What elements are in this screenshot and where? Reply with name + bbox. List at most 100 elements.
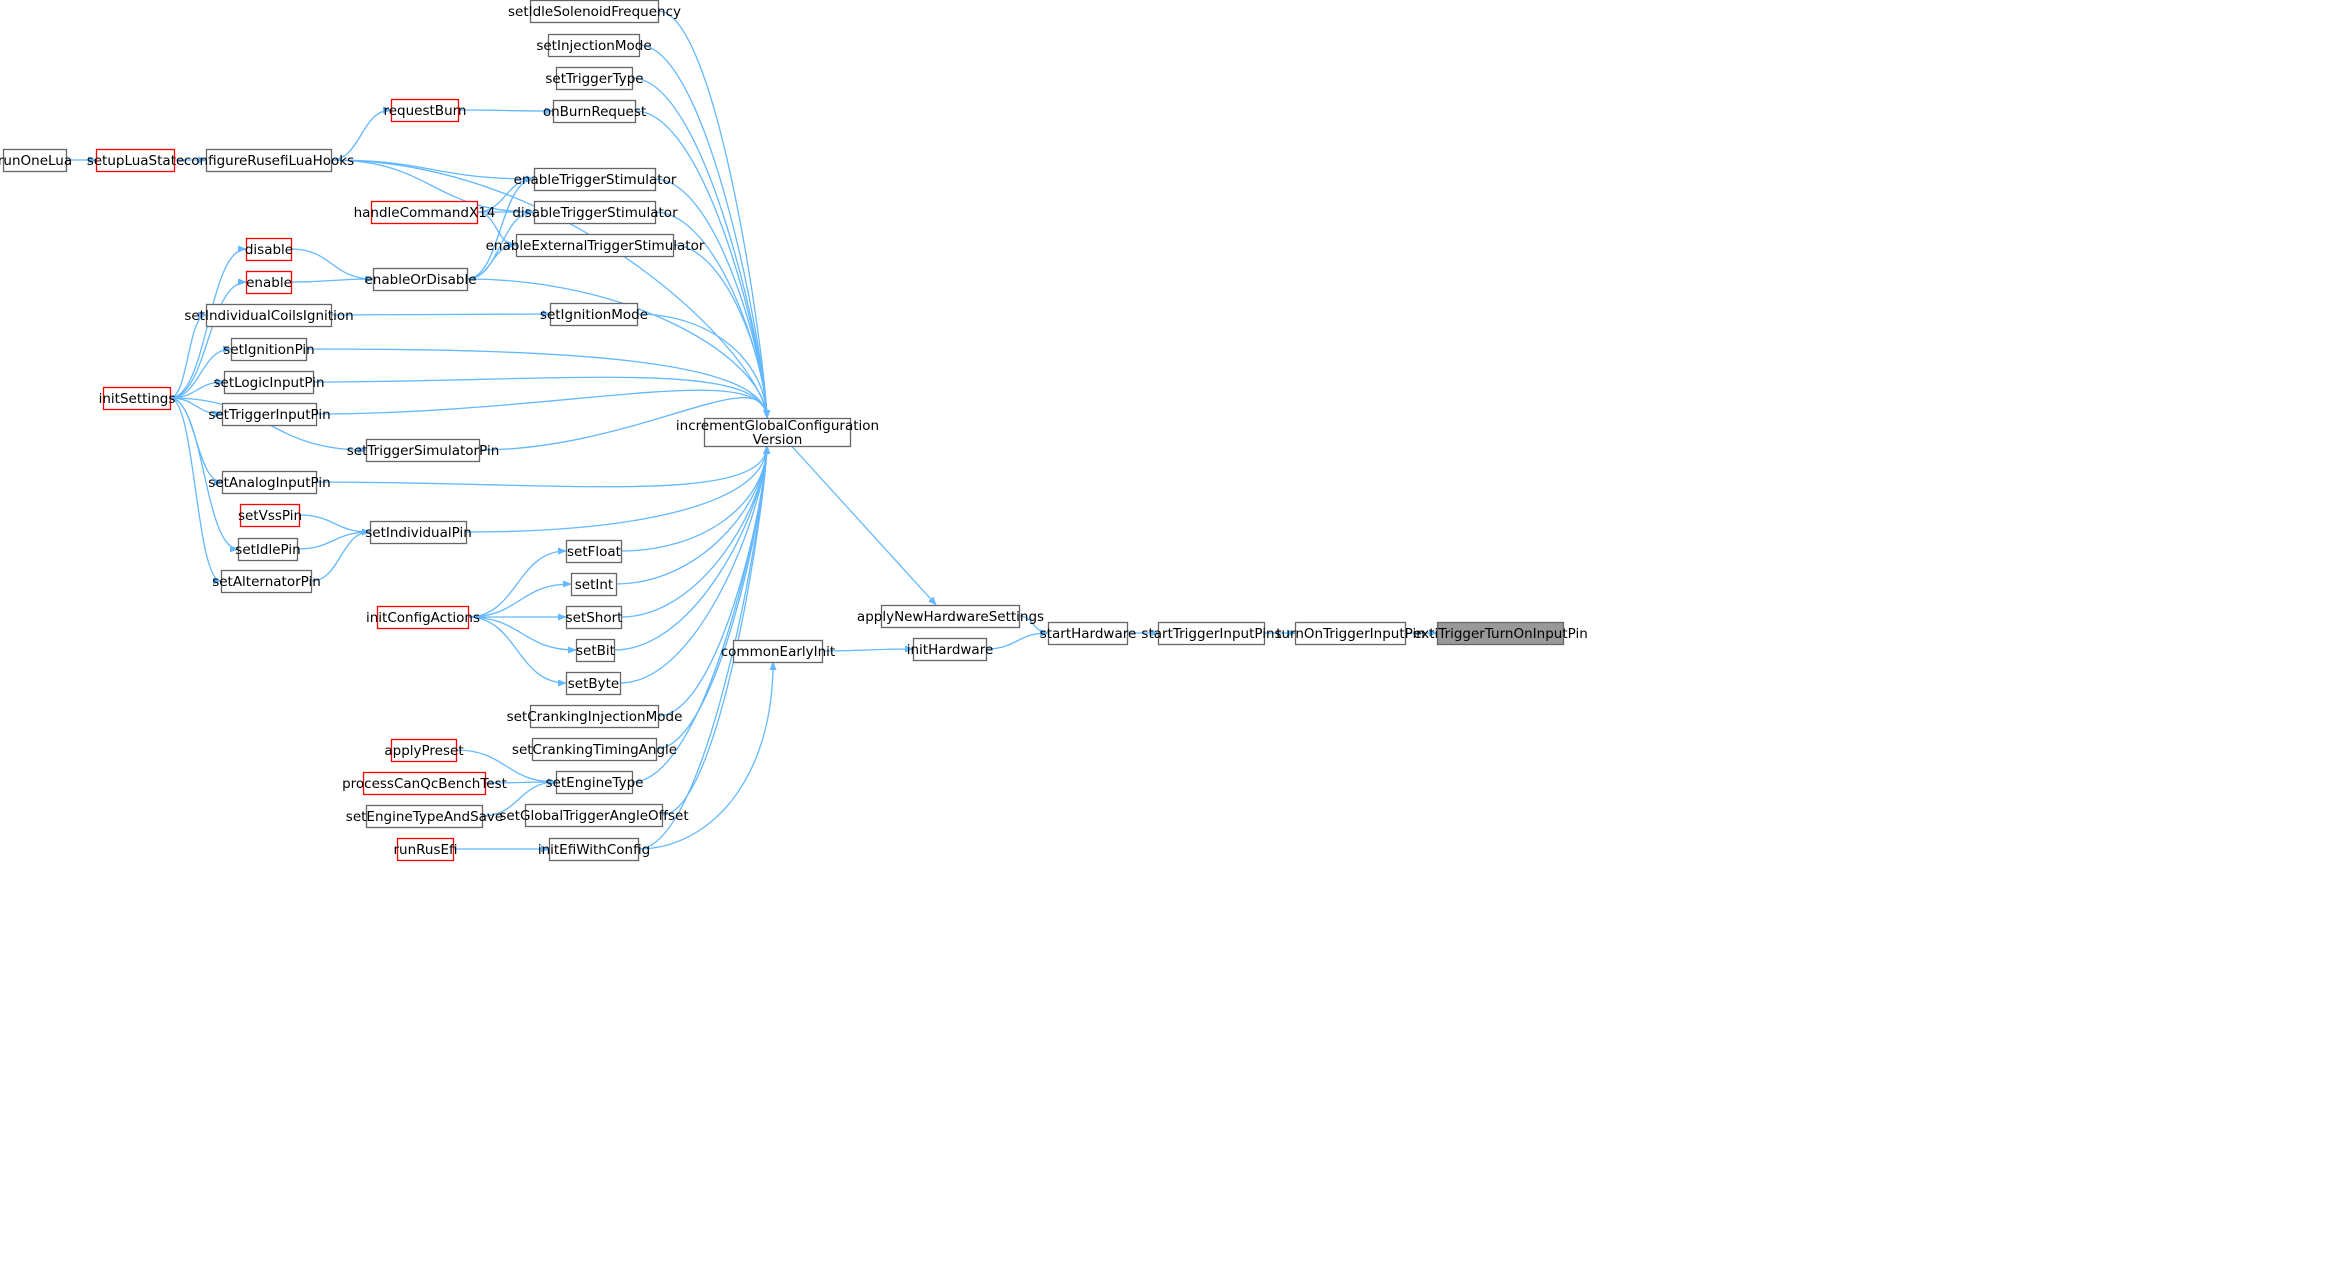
node-enableTriggerStimulator[interactable]: enableTriggerStimulator (514, 167, 677, 192)
node-setupLuaState[interactable]: setupLuaState (87, 148, 185, 173)
node-setShort[interactable]: setShort (566, 605, 623, 630)
node-handleCommandX14[interactable]: handleCommandX14 (354, 200, 496, 225)
node-setCrankingInjectionMode[interactable]: setCrankingInjectionMode (507, 704, 683, 729)
node-setCrankingTimingAngle[interactable]: setCrankingTimingAngle (512, 737, 677, 762)
edge-initSettings-to-setIdlePin (169, 397, 239, 553)
node-label: startHardware (1040, 626, 1137, 642)
node-enableExternalTriggerStimulator[interactable]: enableExternalTriggerStimulator (486, 233, 705, 258)
edge-applyPreset-to-setEngineType (455, 749, 557, 786)
node-setInjectionMode[interactable]: setInjectionMode (536, 33, 652, 58)
edge-enableExternalTriggerStimulator-to-incrementGlobalConfigurationVersion (672, 244, 771, 419)
node-label: setLogicInputPin (213, 375, 324, 391)
node-box (365, 438, 481, 463)
edge-setAnalogInputPin-to-incrementGlobalConfigurationVersion (315, 445, 771, 488)
node-box (565, 671, 622, 696)
node-setAlternatorPin[interactable]: setAlternatorPin (212, 569, 321, 594)
node-label: incrementGlobalConfiguration (676, 418, 879, 434)
edge-enableOrDisable-to-enableTriggerStimulator (466, 175, 535, 280)
edge-setIdlePin-to-setIndividualPin (296, 528, 371, 550)
node-turnOnTriggerInputPin[interactable]: turnOnTriggerInputPin (1276, 621, 1425, 646)
edge-setBit-to-incrementGlobalConfigurationVersion (613, 445, 771, 651)
edge-initEfiWithConfig-to-commonEarlyInit (637, 661, 777, 850)
node-setGlobalTriggerAngleOffset[interactable]: setGlobalTriggerAngleOffset (499, 803, 689, 828)
node-box (220, 569, 313, 594)
node-onBurnRequest[interactable]: onBurnRequest (543, 99, 646, 124)
node-setIgnitionMode[interactable]: setIgnitionMode (540, 302, 648, 327)
node-runRusEfi[interactable]: runRusEfi (393, 837, 458, 862)
node-setFloat[interactable]: setFloat (565, 539, 623, 564)
node-label: setIdlePin (235, 542, 300, 558)
node-enable[interactable]: enable (245, 270, 293, 295)
node-label: applyNewHardwareSettings (857, 609, 1044, 625)
node-box (1294, 621, 1407, 646)
node-box (1436, 621, 1565, 646)
node-applyNewHardwareSettings[interactable]: applyNewHardwareSettings (857, 604, 1044, 629)
edge-commonEarlyInit-to-initHardware (821, 645, 914, 653)
node-disable[interactable]: disable (245, 237, 293, 262)
node-setLogicInputPin[interactable]: setLogicInputPin (213, 370, 325, 395)
node-setIdlePin[interactable]: setIdlePin (235, 537, 301, 562)
node-box (529, 0, 660, 24)
node-label: configureRusefiLuaHooks (184, 153, 354, 169)
node-box (565, 539, 623, 564)
edge-initSettings-to-enable (169, 278, 247, 399)
node-label: setIndividualPin (365, 525, 472, 541)
node-extiTriggerTurnOnInputPin: extiTriggerTurnOnInputPin (1413, 621, 1588, 646)
edge-enable-to-enableOrDisable (290, 275, 374, 283)
node-label: setInjectionMode (536, 38, 651, 54)
node-setIndividualPin[interactable]: setIndividualPin (365, 520, 472, 545)
node-requestBurn[interactable]: requestBurn (383, 98, 467, 123)
node-label: turnOnTriggerInputPin (1276, 626, 1425, 642)
node-box (370, 200, 479, 225)
edge-initSettings-to-setAlternatorPin (169, 397, 222, 585)
node-runOneLua[interactable]: runOneLua (0, 148, 72, 173)
node-setIgnitionPin[interactable]: setIgnitionPin (223, 337, 315, 362)
node-setInt[interactable]: setInt (570, 572, 618, 597)
node-box (245, 270, 293, 295)
node-disableTriggerStimulator[interactable]: disableTriggerStimulator (512, 200, 678, 225)
node-initEfiWithConfig[interactable]: initEfiWithConfig (538, 837, 650, 862)
edge-enableOrDisable-to-enableExternalTriggerStimulator (466, 241, 517, 280)
node-setBit[interactable]: setBit (575, 638, 616, 663)
node-box (555, 770, 634, 795)
node-setTriggerType[interactable]: setTriggerType (545, 66, 644, 91)
node-setVssPin[interactable]: setVssPin (238, 503, 302, 528)
edge-initSettings-to-setIndividualCoilsIgnition (169, 311, 207, 399)
node-box (880, 604, 1021, 629)
node-commonEarlyInit[interactable]: commonEarlyInit (721, 639, 835, 664)
node-label: setAnalogInputPin (208, 475, 330, 491)
node-box (205, 303, 333, 328)
node-initHardware[interactable]: initHardware (907, 637, 994, 662)
node-processCanQcBenchTest[interactable]: processCanQcBenchTest (342, 771, 507, 796)
node-box (390, 738, 458, 763)
node-setIdleSolenoidFrequency[interactable]: setIdleSolenoidFrequency (508, 0, 681, 24)
node-applyPreset[interactable]: applyPreset (384, 738, 464, 763)
node-configureRusefiLuaHooks[interactable]: configureRusefiLuaHooks (184, 148, 354, 173)
node-setEngineTypeAndSave[interactable]: setEngineTypeAndSave (346, 804, 503, 829)
node-setAnalogInputPin[interactable]: setAnalogInputPin (208, 470, 331, 495)
node-setIndividualCoilsIgnition[interactable]: setIndividualCoilsIgnition (184, 303, 354, 328)
node-label: setEngineTypeAndSave (346, 809, 503, 825)
edge-initConfigActions-to-setBit (467, 616, 577, 654)
node-setByte[interactable]: setByte (565, 671, 622, 696)
edge-setEngineTypeAndSave-to-setEngineType (481, 778, 557, 817)
node-box (533, 167, 657, 192)
edge-processCanQcBenchTest-to-setEngineType (484, 778, 557, 786)
node-label: enableOrDisable (364, 272, 476, 288)
node-setTriggerSimulatorPin[interactable]: setTriggerSimulatorPin (347, 438, 500, 463)
node-setEngineType[interactable]: setEngineType (546, 770, 644, 795)
node-label: setGlobalTriggerAngleOffset (499, 808, 688, 824)
node-setTriggerInputPin[interactable]: setTriggerInputPin (208, 402, 331, 427)
node-box (221, 402, 318, 427)
node-initSettings[interactable]: initSettings (99, 386, 176, 411)
node-startTriggerInputPins[interactable]: startTriggerInputPins (1141, 621, 1282, 646)
node-initConfigActions[interactable]: initConfigActions (366, 605, 480, 630)
edge-setGlobalTriggerAngleOffset-to-incrementGlobalConfigurationVersion (661, 445, 771, 816)
node-startHardware[interactable]: startHardware (1040, 621, 1137, 646)
node-box (221, 470, 318, 495)
node-enableOrDisable[interactable]: enableOrDisable (364, 267, 477, 292)
node-label: runOneLua (0, 153, 72, 169)
node-label: initHardware (907, 642, 994, 658)
node-label: extiTriggerTurnOnInputPin (1413, 626, 1588, 642)
